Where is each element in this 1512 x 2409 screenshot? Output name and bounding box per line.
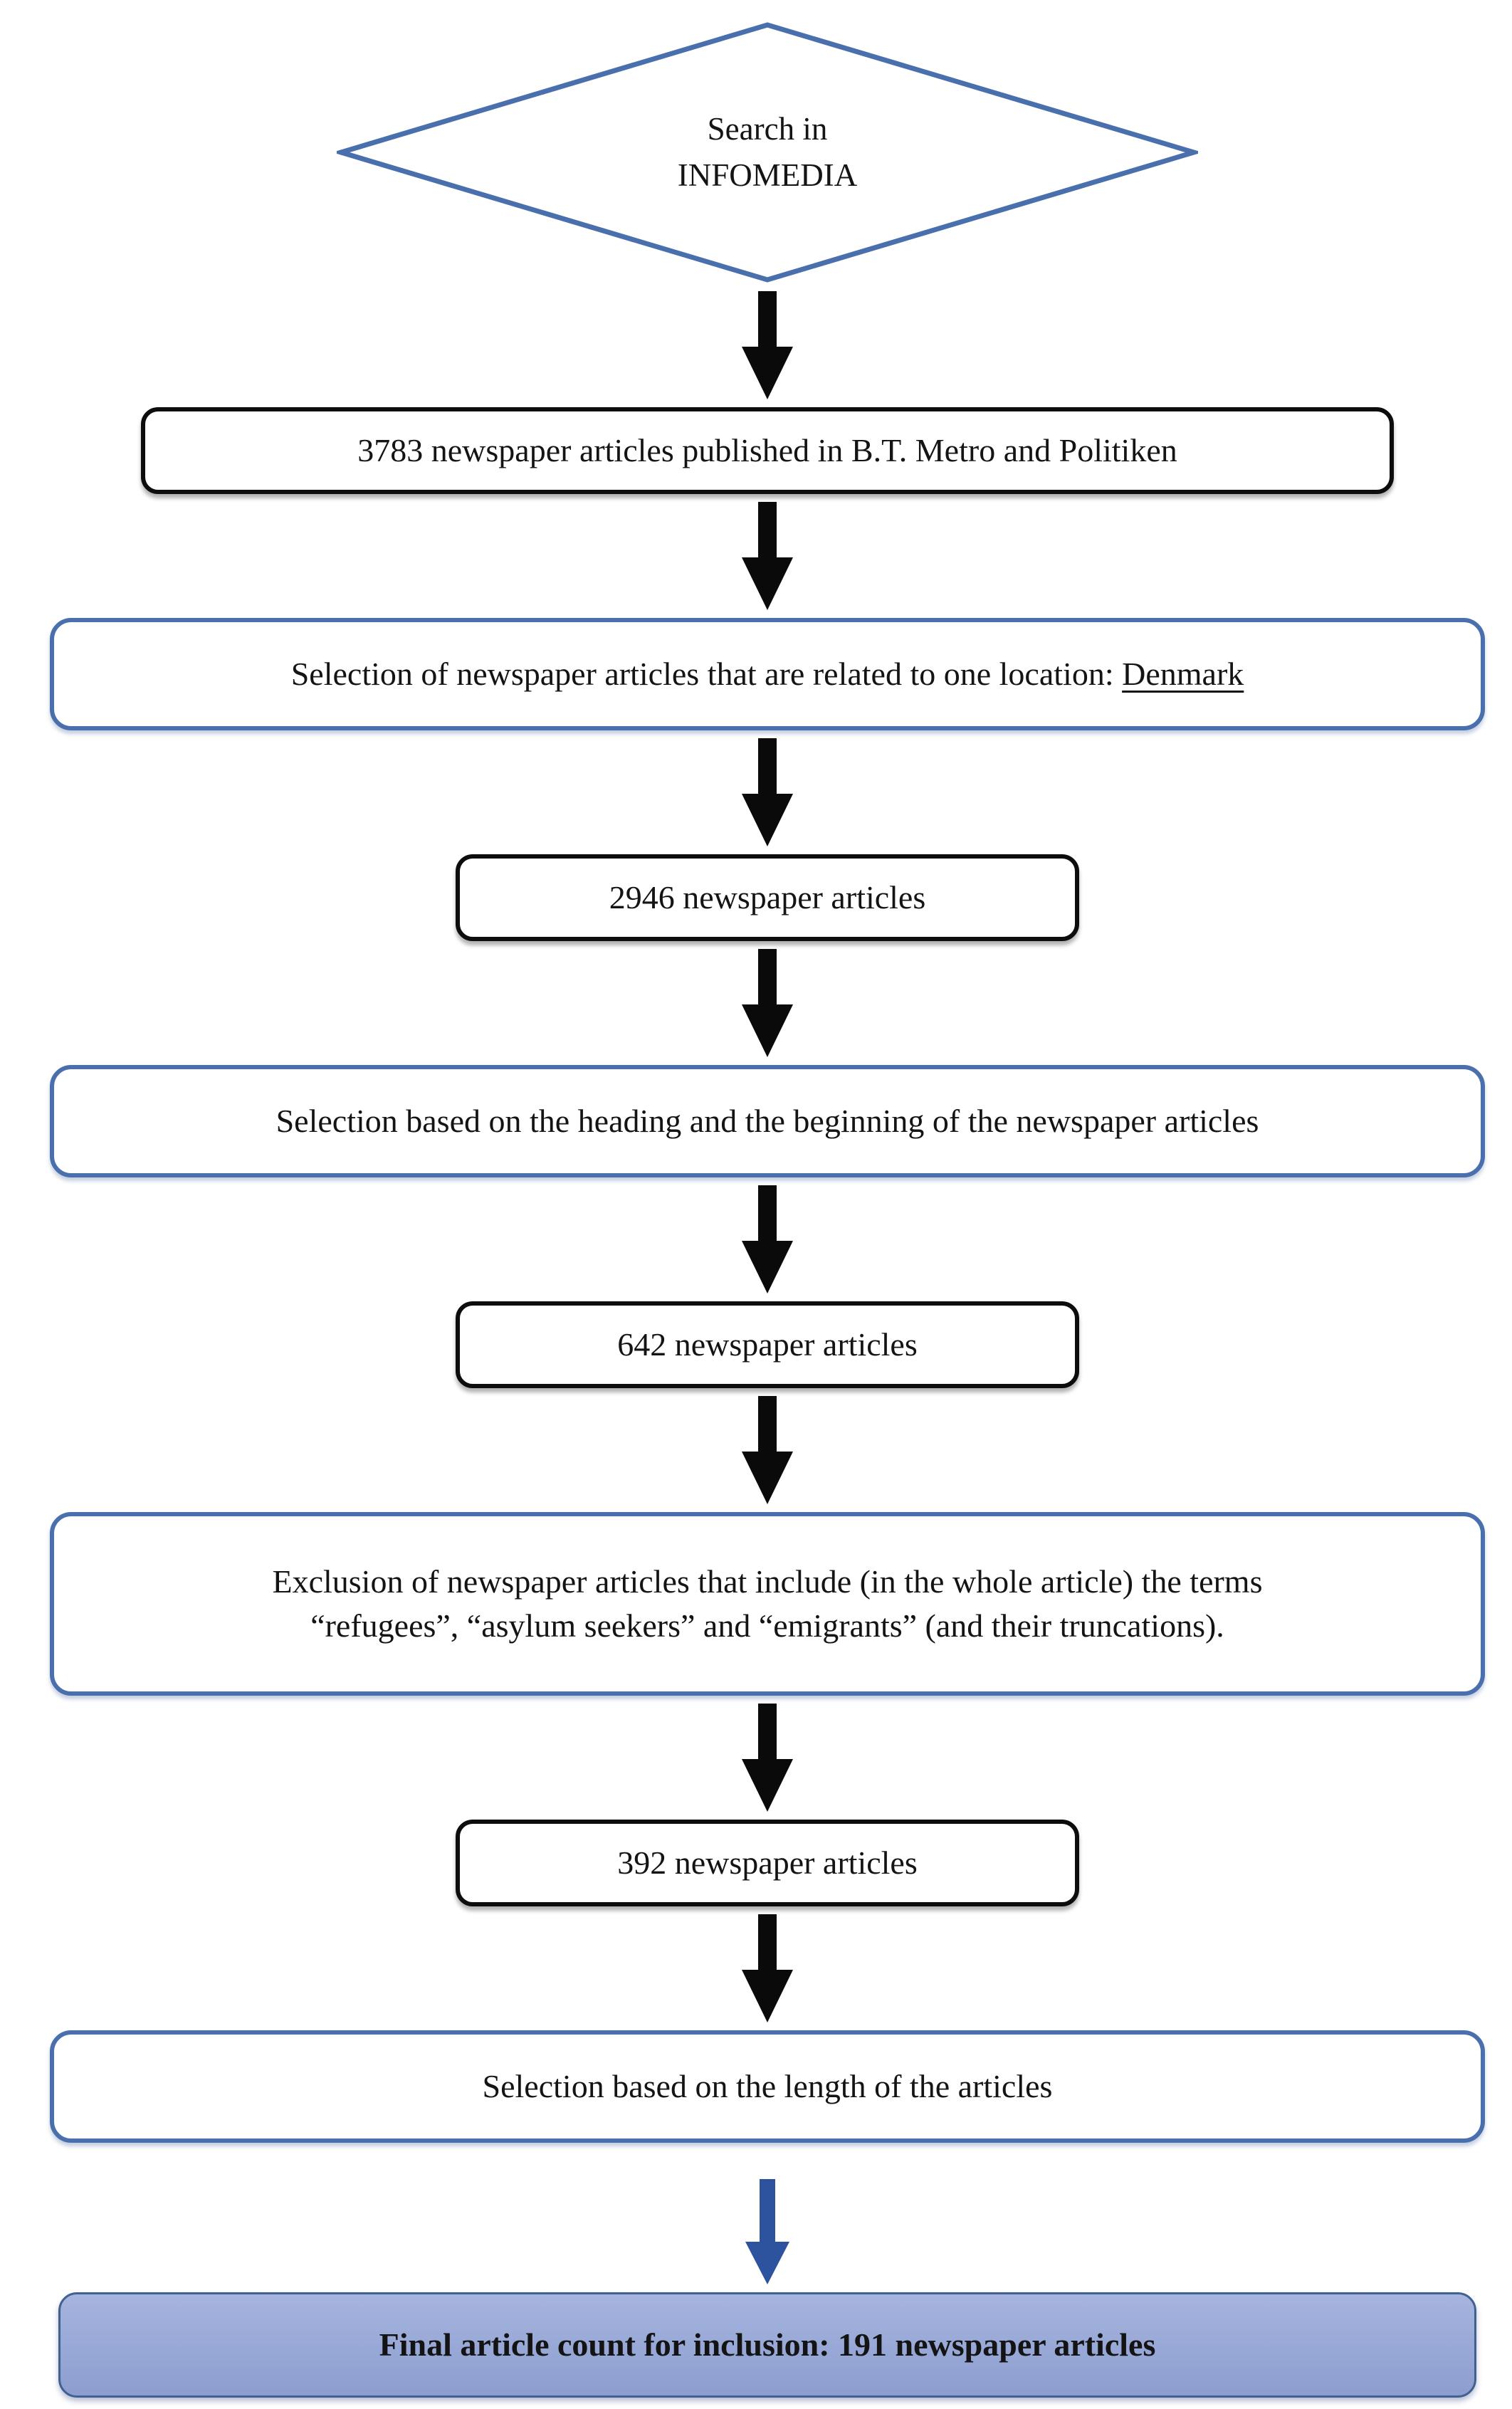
arrow-stem xyxy=(758,1185,777,1241)
count-box-392: 392 newspaper articles xyxy=(456,1820,1079,1906)
arrow-head xyxy=(742,794,793,846)
arrow-stem xyxy=(758,1914,777,1970)
arrow-stem xyxy=(758,949,777,1004)
exclusion-box-terms: Exclusion of newspaper articles that inc… xyxy=(50,1512,1485,1696)
down-arrow-2 xyxy=(742,502,793,610)
count-box-642: 642 newspaper articles xyxy=(456,1301,1079,1388)
arrow-stem xyxy=(758,738,777,794)
down-arrow-1 xyxy=(742,291,793,399)
diamond-label-line2: INFOMEDIA xyxy=(677,157,858,193)
count-box-3783-label: 3783 newspaper articles published in B.T… xyxy=(357,431,1177,468)
denmark-underlined-text: Denmark xyxy=(1122,655,1244,692)
count-box-3783: 3783 newspaper articles published in B.T… xyxy=(141,407,1394,494)
selection-box-denmark-label: Selection of newspaper articles that are… xyxy=(291,652,1244,696)
arrow-head xyxy=(742,1452,793,1504)
final-count-box: Final article count for inclusion: 191 n… xyxy=(58,2292,1476,2398)
down-arrow-8 xyxy=(742,1914,793,2022)
count-box-2946-label: 2946 newspaper articles xyxy=(609,878,926,915)
arrow-head xyxy=(742,557,793,610)
final-down-arrow xyxy=(745,2179,789,2284)
selection-box-length: Selection based on the length of the art… xyxy=(50,2030,1485,2143)
down-arrow-5 xyxy=(742,1185,793,1293)
arrow-head xyxy=(742,347,793,399)
diamond-shape xyxy=(337,22,1198,283)
selection-box-denmark: Selection of newspaper articles that are… xyxy=(50,618,1485,730)
selection-denmark-text: Selection of newspaper articles that are… xyxy=(290,655,1123,692)
diamond-outline xyxy=(337,22,1198,283)
exclusion-box-line2: “refugees”, “asylum seekers” and “emigra… xyxy=(310,1607,1224,1644)
arrow-stem xyxy=(758,1704,777,1759)
down-arrow-7 xyxy=(742,1704,793,1812)
arrow-stem xyxy=(758,502,777,557)
decision-diamond: Search in INFOMEDIA xyxy=(337,21,1198,283)
count-box-392-label: 392 newspaper articles xyxy=(617,1844,918,1881)
selection-box-length-label: Selection based on the length of the art… xyxy=(482,2067,1053,2104)
arrow-head xyxy=(742,1970,793,2022)
arrow-head xyxy=(745,2242,789,2284)
article-selection-flowchart: Search in INFOMEDIA 3783 newspaper artic… xyxy=(11,0,1512,2409)
exclusion-box-line1: Exclusion of newspaper articles that inc… xyxy=(272,1563,1263,1600)
diamond-label-line1: Search in xyxy=(707,110,828,147)
count-box-2946: 2946 newspaper articles xyxy=(456,854,1079,941)
arrow-head xyxy=(742,1241,793,1293)
arrow-stem xyxy=(758,1396,777,1452)
count-box-642-label: 642 newspaper articles xyxy=(617,1326,918,1363)
final-count-box-label: Final article count for inclusion: 191 n… xyxy=(379,2326,1156,2363)
arrow-stem xyxy=(758,291,777,347)
down-arrow-4 xyxy=(742,949,793,1057)
down-arrow-6 xyxy=(742,1396,793,1504)
arrow-stem xyxy=(760,2179,775,2242)
arrow-head xyxy=(742,1759,793,1812)
arrow-head xyxy=(742,1004,793,1057)
diamond-label: Search in INFOMEDIA xyxy=(337,21,1198,283)
selection-box-heading-label: Selection based on the heading and the b… xyxy=(275,1102,1259,1139)
selection-box-heading: Selection based on the heading and the b… xyxy=(50,1065,1485,1177)
down-arrow-3 xyxy=(742,738,793,846)
